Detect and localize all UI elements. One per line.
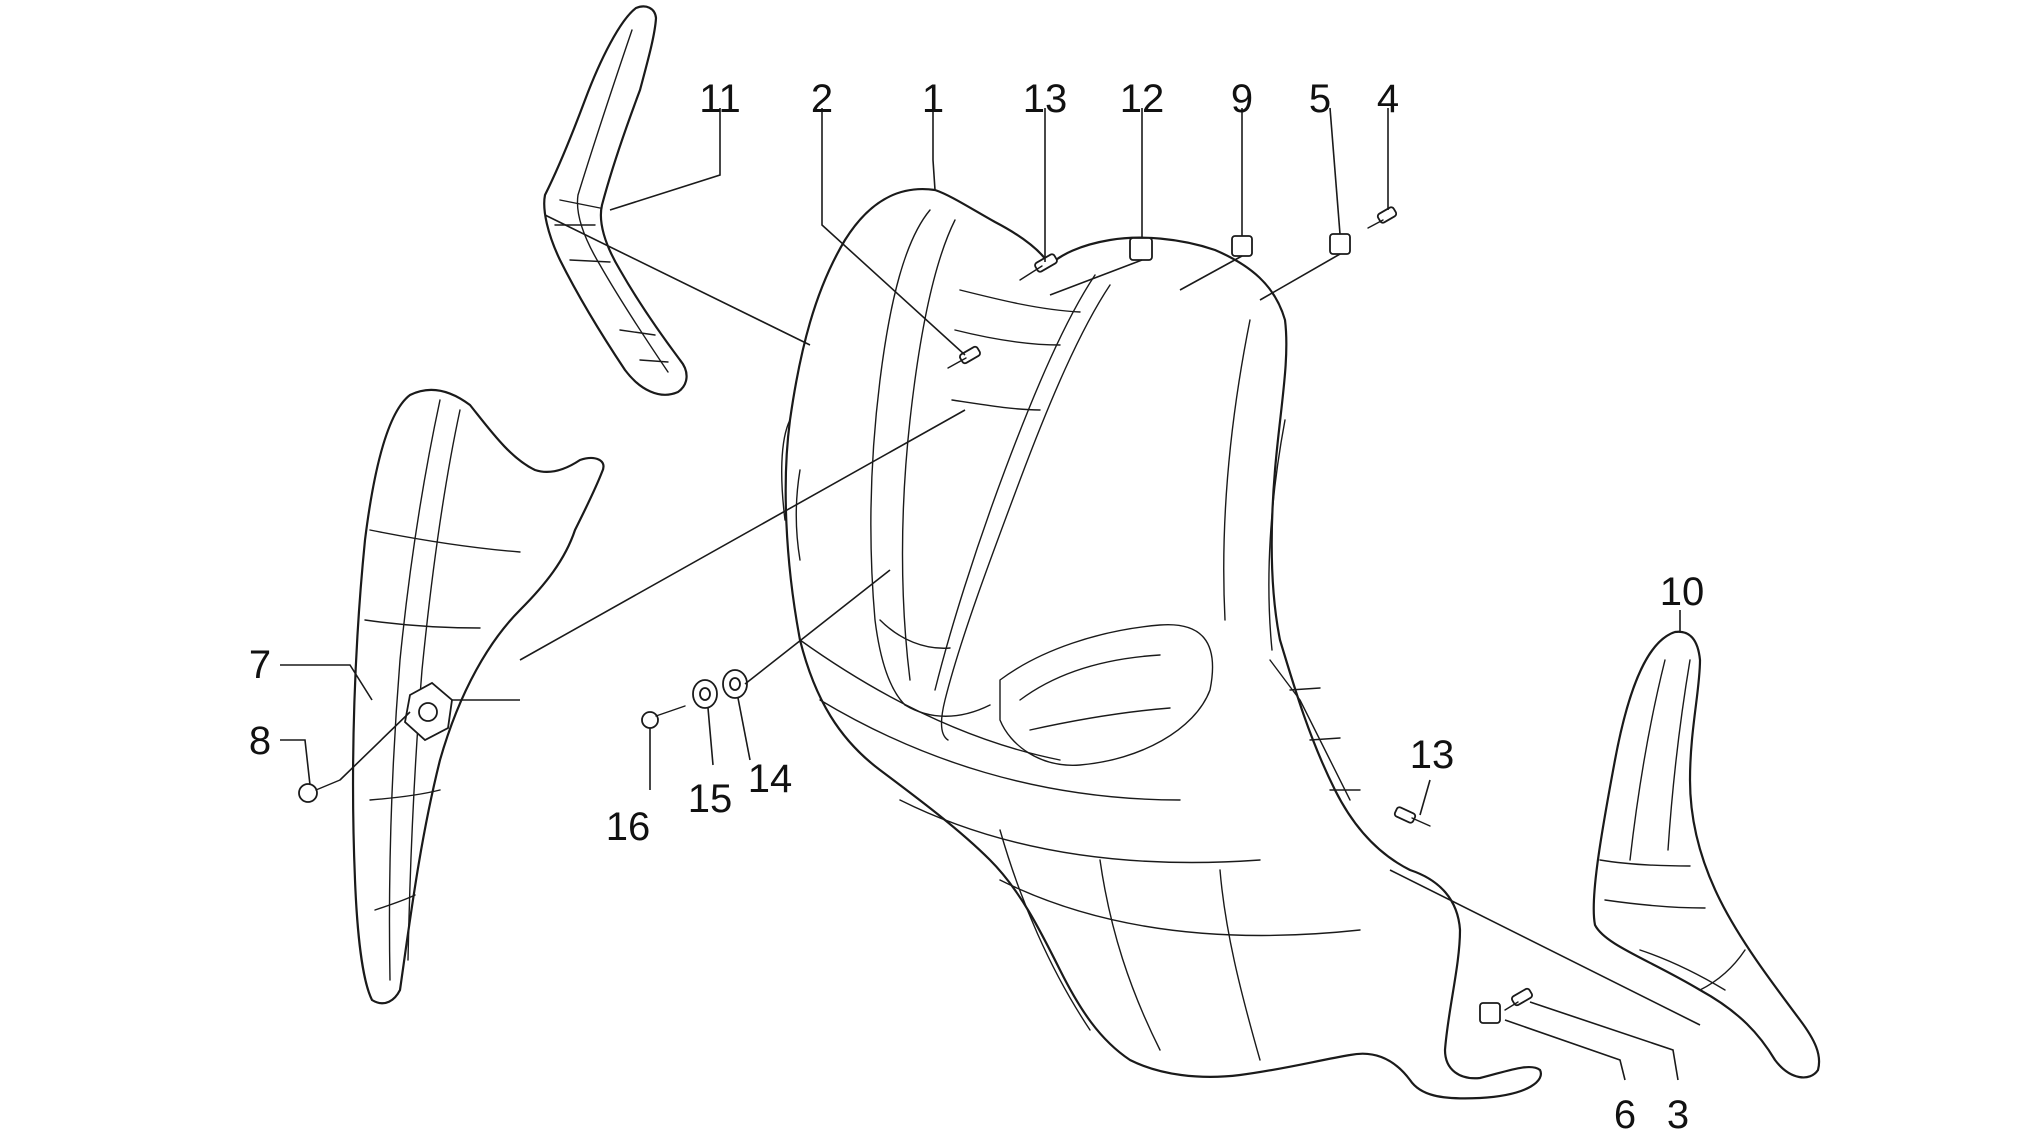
screw-3 <box>1504 987 1533 1011</box>
callout-6: 6 <box>1614 1093 1636 1137</box>
callout-14: 14 <box>748 757 793 801</box>
callout-1: 1 <box>922 77 944 121</box>
leader-lines <box>280 107 1701 1081</box>
clip-12 <box>1129 237 1153 261</box>
callout-13-lower: 13 <box>1410 733 1455 777</box>
nut-bracket-7 <box>404 681 453 742</box>
callout-15: 15 <box>688 777 733 821</box>
clip-5 <box>1329 233 1351 255</box>
callout-12: 12 <box>1120 77 1165 121</box>
callout-5: 5 <box>1309 77 1331 121</box>
part-10-right-panel <box>1592 630 1821 1079</box>
washer-14 <box>722 669 748 699</box>
part-11-trim-strip <box>543 5 688 396</box>
callout-2: 2 <box>811 77 833 121</box>
part-1-front-shield <box>781 188 1542 1100</box>
callout-3: 3 <box>1667 1093 1689 1137</box>
callout-7: 7 <box>249 643 271 687</box>
clip-9 <box>1231 235 1253 257</box>
screw-4 <box>1367 206 1398 229</box>
callout-8: 8 <box>249 719 271 763</box>
clip-6 <box>1479 1002 1501 1024</box>
screw-13-lower <box>1393 806 1431 827</box>
screw-16 <box>641 705 686 729</box>
screw-13-upper <box>1019 253 1058 281</box>
washer-15 <box>692 679 718 709</box>
callout-9: 9 <box>1231 77 1253 121</box>
callout-13-upper: 13 <box>1023 77 1068 121</box>
callout-4: 4 <box>1377 77 1399 121</box>
screw-2 <box>947 345 981 369</box>
callout-labels: 11 2 1 13 12 9 5 4 10 7 8 16 15 14 13 6 … <box>249 77 1704 1137</box>
callout-11: 11 <box>699 77 741 121</box>
part-7-left-panel <box>351 388 605 1005</box>
screw-8 <box>298 779 341 803</box>
callout-16: 16 <box>606 805 651 849</box>
callout-10: 10 <box>1660 570 1705 614</box>
